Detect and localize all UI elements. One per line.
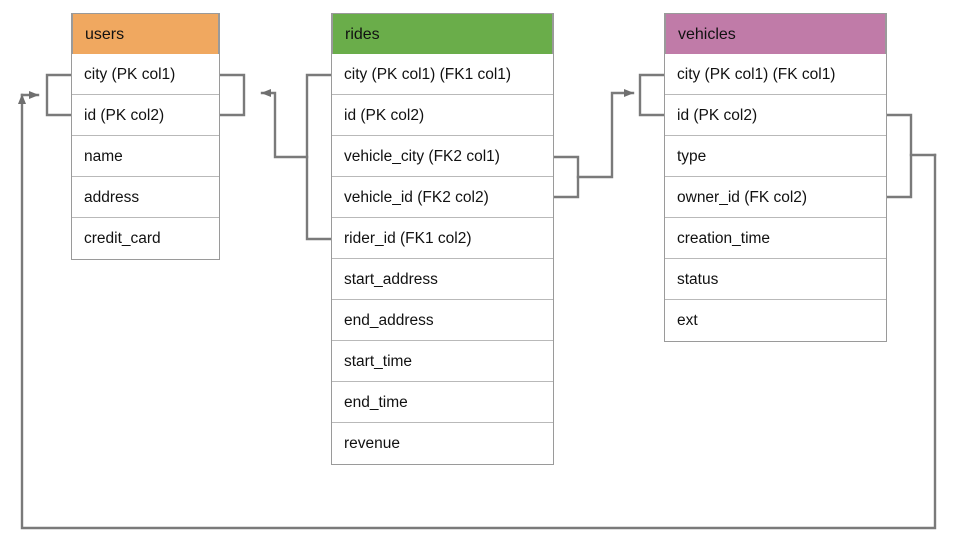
table-row[interactable]: owner_id (FK col2) xyxy=(665,177,886,218)
table-row[interactable]: status xyxy=(665,259,886,300)
connector-vehicles-left-bracket xyxy=(638,73,666,117)
entity-table-vehicles[interactable]: vehicles city (PK col1) (FK col1) id (PK… xyxy=(664,13,887,342)
table-header-vehicles: vehicles xyxy=(665,13,886,54)
table-row[interactable]: city (PK col1) (FK col1) xyxy=(665,54,886,95)
connector-vehicles-right-bracket xyxy=(885,113,913,199)
connector-rides-left-bracket xyxy=(305,73,333,241)
entity-table-users[interactable]: users city (PK col1) id (PK col2) name a… xyxy=(71,13,220,260)
table-row[interactable]: id (PK col2) xyxy=(665,95,886,136)
table-row[interactable]: ext xyxy=(665,300,886,341)
table-row[interactable]: vehicle_id (FK2 col2) xyxy=(332,177,553,218)
table-row[interactable]: city (PK col1) (FK1 col1) xyxy=(332,54,553,95)
table-row[interactable]: start_address xyxy=(332,259,553,300)
connector-users-left-bracket xyxy=(45,73,73,117)
table-header-users: users xyxy=(72,13,219,54)
table-row[interactable]: id (PK col2) xyxy=(72,95,219,136)
table-row[interactable]: start_time xyxy=(332,341,553,382)
entity-table-rides[interactable]: rides city (PK col1) (FK1 col1) id (PK c… xyxy=(331,13,554,465)
table-row[interactable]: end_time xyxy=(332,382,553,423)
table-row[interactable]: rider_id (FK1 col2) xyxy=(332,218,553,259)
table-row[interactable]: creation_time xyxy=(665,218,886,259)
table-row[interactable]: address xyxy=(72,177,219,218)
connector-rides-right-bracket xyxy=(552,155,580,199)
table-row[interactable]: credit_card xyxy=(72,218,219,259)
table-row[interactable]: end_address xyxy=(332,300,553,341)
table-row[interactable]: city (PK col1) xyxy=(72,54,219,95)
table-row[interactable]: id (PK col2) xyxy=(332,95,553,136)
table-row[interactable]: vehicle_city (FK2 col1) xyxy=(332,136,553,177)
table-header-rides: rides xyxy=(332,13,553,54)
table-row[interactable]: type xyxy=(665,136,886,177)
connector-users-right-bracket xyxy=(218,73,246,117)
connector-rides-to-vehicles-path xyxy=(576,89,635,179)
table-row[interactable]: name xyxy=(72,136,219,177)
connector-rides-to-users-path xyxy=(260,89,309,159)
table-row[interactable]: revenue xyxy=(332,423,553,464)
